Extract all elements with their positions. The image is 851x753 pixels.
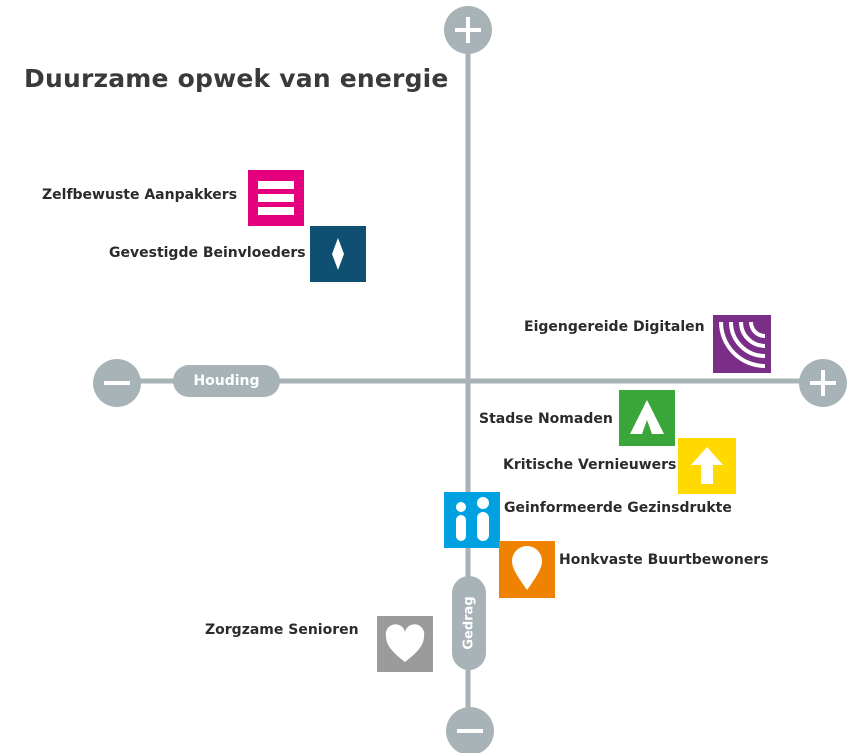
location-pin-icon	[499, 541, 555, 598]
segment-label-eigengereide-digitalen: Eigengereide Digitalen	[524, 319, 705, 335]
segment-label-zelfbewuste-aanpakkers: Zelfbewuste Aanpakkers	[42, 187, 238, 203]
segment-label-stadse-nomaden: Stadse Nomaden	[479, 411, 613, 427]
tent-icon	[619, 390, 675, 446]
vertical-axis-label: Gedrag	[461, 596, 477, 650]
horizontal-minus-icon	[93, 359, 141, 407]
family-icon	[444, 492, 500, 548]
vertical-axis-pill: Gedrag	[452, 576, 486, 670]
stack-icon	[248, 170, 304, 226]
segment-label-geinformeerde-gezinsdrukte: Geinformeerde Gezinsdrukte	[504, 500, 732, 516]
arrow-up-icon	[678, 438, 736, 494]
horizontal-axis-label: Houding	[173, 365, 280, 397]
segment-label-zorgzame-senioren: Zorgzame Senioren	[205, 622, 359, 638]
horizontal-plus-icon	[799, 359, 847, 407]
page-title: Duurzame opwek van energie	[24, 64, 449, 93]
segment-label-gevestigde-beinvloeders: Gevestigde Beinvloeders	[109, 245, 306, 261]
segment-label-kritische-vernieuwers: Kritische Vernieuwers	[503, 457, 677, 473]
diamond-icon	[310, 226, 366, 282]
vertical-plus-icon	[444, 6, 492, 54]
waves-icon	[713, 315, 771, 373]
segment-label-honkvaste-buurtbewoners: Honkvaste Buurtbewoners	[559, 552, 769, 568]
vertical-minus-icon	[446, 707, 494, 753]
heart-icon	[377, 616, 433, 672]
